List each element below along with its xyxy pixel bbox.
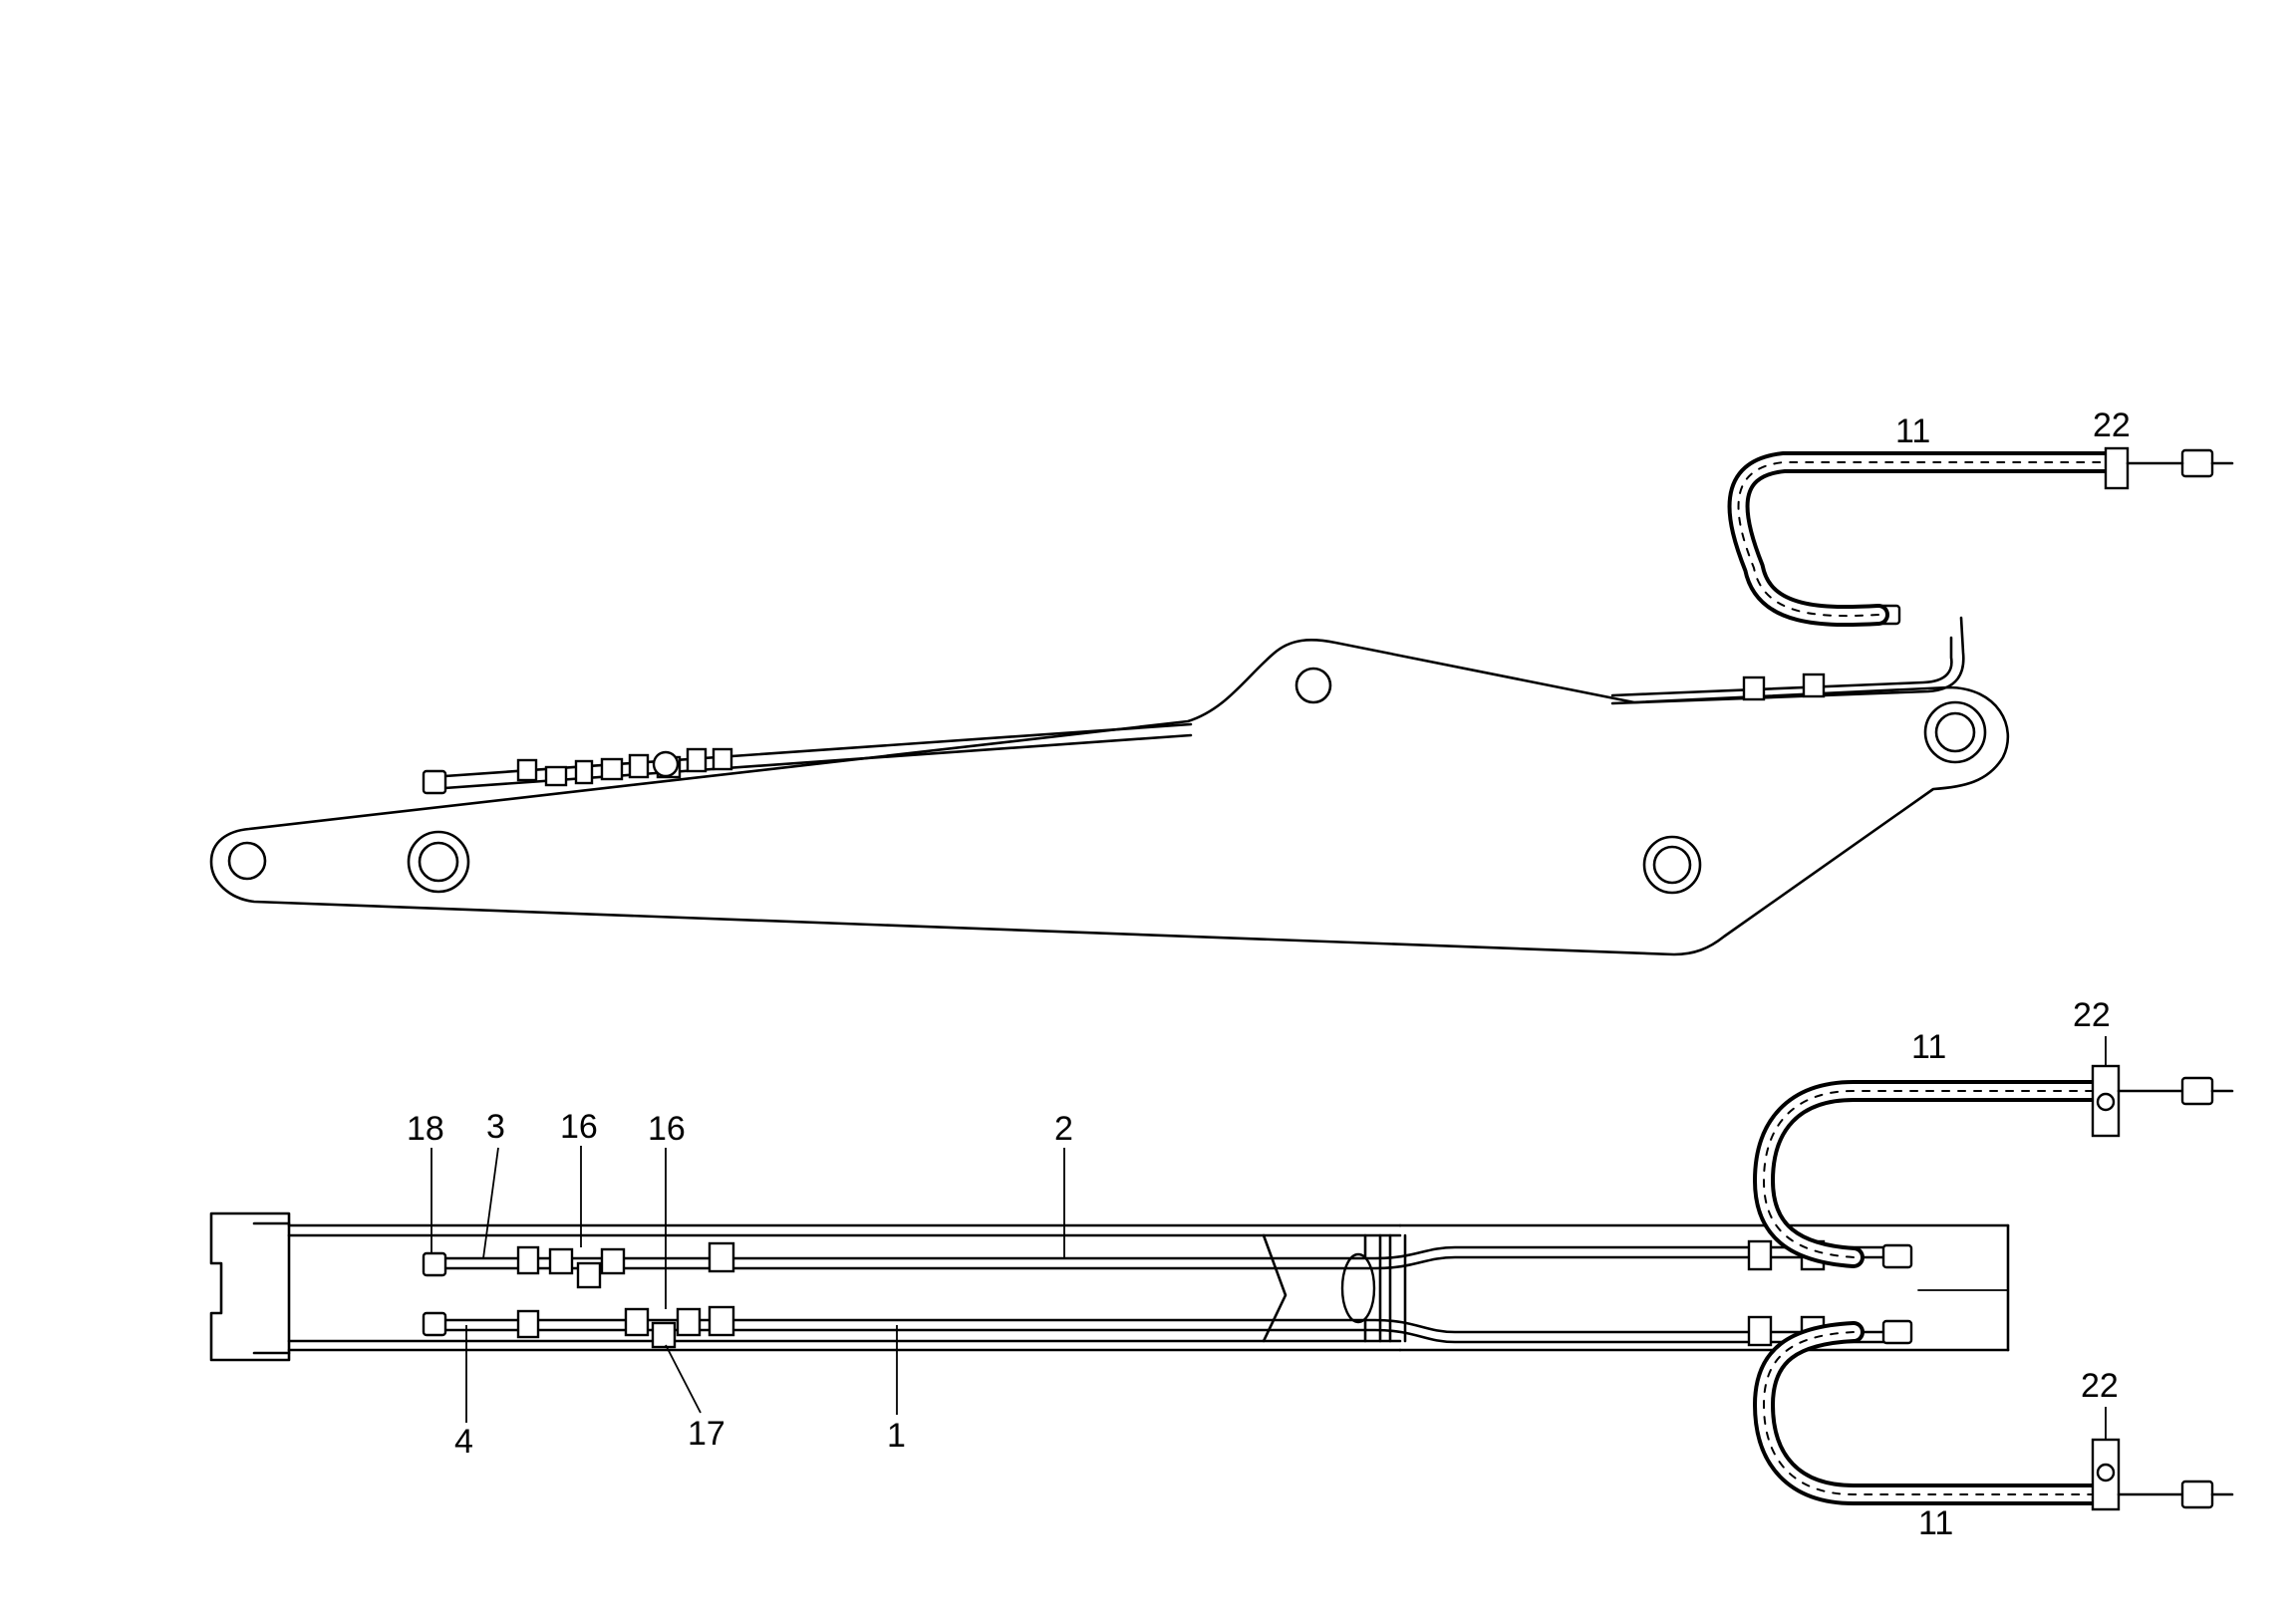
- callout-top-11: 11: [1895, 412, 1930, 450]
- pin-hole-foot-outer: [407, 830, 470, 894]
- boom-right-clamp-2: [1802, 673, 1826, 698]
- boom-clamp-22: [2104, 446, 2130, 490]
- leader-lines: [430, 1036, 2107, 1440]
- plan-hose-11-upper: [1753, 1080, 2116, 1268]
- pin-hole-tip-outer: [1923, 700, 1987, 764]
- plan-frame-left-end: [209, 1212, 291, 1362]
- callout-17: 17: [688, 1415, 725, 1453]
- boom-side-view: [209, 446, 2234, 956]
- boom-hose-11: [1727, 451, 2124, 628]
- pin-hole-left: [227, 841, 267, 881]
- pin-hole-foot-inner: [418, 841, 459, 883]
- pin-hole-cylinder-outer: [1642, 835, 1702, 895]
- callout-18: 18: [407, 1110, 444, 1148]
- boom-left-fittings: [422, 747, 733, 795]
- callout-11-upper: 11: [1911, 1028, 1946, 1066]
- pin-hole-cylinder-inner: [1652, 845, 1692, 885]
- callout-22-upper: 22: [2073, 996, 2111, 1034]
- callout-1: 1: [887, 1417, 906, 1455]
- plan-cross-boss: [1340, 1252, 1376, 1324]
- plan-hose-end-lower: [2180, 1480, 2214, 1509]
- callout-11-lower: 11: [1918, 1504, 1953, 1542]
- callout-4: 4: [454, 1423, 473, 1461]
- plan-hose-11-lower: [1753, 1321, 2116, 1505]
- callout-16-left: 16: [560, 1108, 598, 1146]
- boom-top-view: [209, 1064, 2234, 1511]
- plan-hose-end-upper: [2180, 1076, 2214, 1106]
- callout-labels: 11 22 18 3 16 16 2 4 17 1 11 22 22 11: [407, 406, 2131, 1542]
- callout-16-right: 16: [648, 1110, 686, 1148]
- pin-hole-top: [1294, 667, 1332, 704]
- pipe-1: [436, 1328, 1895, 1344]
- boom-top-pipe-left-2: [429, 733, 1193, 791]
- boom-top-pipe-right-2: [1610, 616, 1965, 705]
- pin-hole-tip-inner: [1934, 711, 1976, 753]
- boom-hose-end-fitting: [2180, 448, 2214, 478]
- upper-pipe-fittings: [422, 1239, 1913, 1289]
- boom-top-pipe-left: [429, 722, 1193, 779]
- boom-right-clamp-1: [1742, 675, 1766, 701]
- callout-3: 3: [486, 1108, 505, 1146]
- pipe-2: [436, 1245, 1895, 1260]
- boom-body-outline: [209, 638, 2010, 956]
- callout-22-lower: 22: [2081, 1367, 2119, 1405]
- callout-top-22: 22: [2093, 406, 2131, 444]
- boom-top-pipe-right: [1610, 636, 1953, 697]
- callout-2: 2: [1054, 1110, 1073, 1148]
